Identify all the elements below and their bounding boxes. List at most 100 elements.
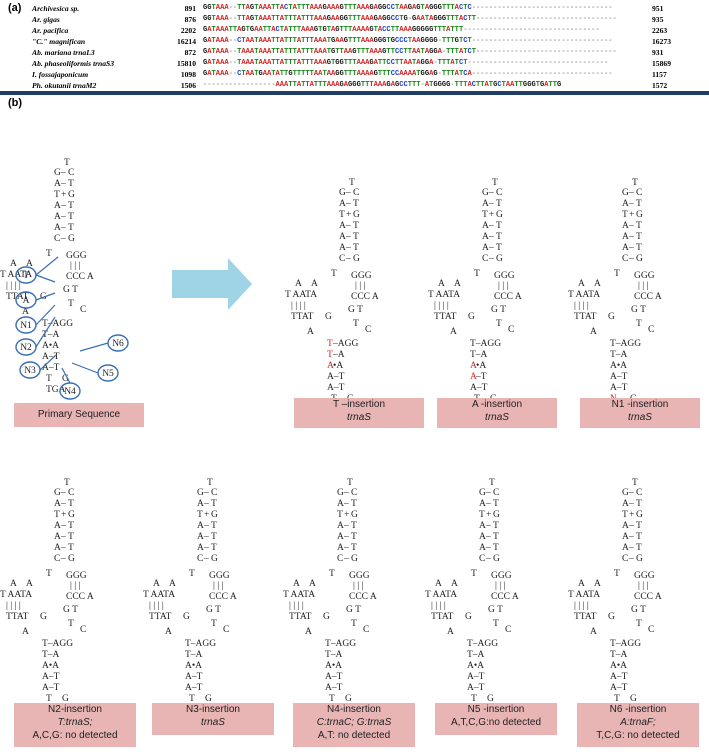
trna-base: G: [353, 254, 360, 264]
trna-base: G: [62, 374, 69, 384]
trna-base: G: [40, 612, 47, 622]
end-pos: 951: [652, 4, 664, 13]
trna-base: A: [594, 279, 601, 289]
trna-pair: | | | |: [431, 601, 446, 611]
trna-base: G T: [346, 605, 361, 615]
trna-base: CCC A: [66, 592, 94, 602]
trna-base: C: [505, 625, 511, 635]
trna-base: T AATA: [428, 290, 460, 300]
trna-base: T: [46, 569, 52, 579]
trna-pair: | | |: [70, 581, 81, 591]
trna-base: T: [197, 510, 203, 520]
trna-pair: –: [485, 554, 491, 564]
trna-base: A: [54, 223, 61, 233]
trna-base: T–AGG: [325, 639, 356, 649]
trna-base: C: [363, 625, 369, 635]
trna-base: T: [636, 543, 642, 553]
trna-base: T: [636, 232, 642, 242]
trna-base: A: [311, 279, 318, 289]
trna-base: A: [578, 279, 585, 289]
trna-base: A–T: [610, 672, 628, 682]
alignment-row: Ab. phaseoliformis trnaS3 15810 GATAAA--…: [0, 58, 709, 69]
trna-pair: –: [60, 532, 66, 542]
trna-base: T AATA: [285, 290, 317, 300]
box-title: N5 -insertion: [467, 704, 525, 715]
box-title: N4-insertion: [327, 704, 381, 715]
start-pos: 2202: [180, 26, 196, 35]
trna-apex: T: [347, 478, 353, 488]
trna-pair: | | | |: [291, 301, 306, 311]
trna-base: A•A: [42, 341, 59, 351]
trna-base: T: [329, 569, 335, 579]
trna-base: A: [479, 532, 486, 542]
trna-base: G: [68, 554, 75, 564]
trna-base: T: [68, 179, 74, 189]
alignment-row: "C." magnifican 16214 GATAAA--CTAATAAATT…: [0, 36, 709, 47]
trna-base: C: [496, 188, 502, 198]
trna-base: T: [493, 543, 499, 553]
end-pos: 931: [652, 48, 664, 57]
trna-base: T: [68, 201, 74, 211]
trna-base: A: [54, 532, 61, 542]
trna-base: A: [450, 327, 457, 337]
trna-pair: –: [628, 521, 634, 531]
trna-pair: –: [628, 199, 634, 209]
marker-pointer-line: [35, 256, 59, 276]
trna-base: A: [337, 499, 344, 509]
trna-base: A–T: [610, 372, 628, 382]
trna-base: A: [307, 327, 314, 337]
trna-base: T: [68, 299, 74, 309]
species-name: Ph. okutanii trnaM2: [32, 81, 97, 90]
primary-sequence-label: Primary Sequence: [14, 403, 144, 427]
trna-apex: T: [64, 478, 70, 488]
trna-base: A–T: [185, 672, 203, 682]
trna-base: T: [474, 269, 480, 279]
trna-pair: –: [343, 554, 349, 564]
trna-base: G: [205, 694, 212, 704]
trna-base: G: [636, 210, 643, 220]
trna-base: A–T: [325, 683, 343, 693]
trna-base: T: [479, 510, 485, 520]
trna-pair: | | | |: [6, 601, 21, 611]
trna-base: A: [54, 499, 61, 509]
trna-base: T: [482, 210, 488, 220]
trna-base: T: [46, 694, 52, 704]
trna-pair: | | | |: [434, 301, 449, 311]
trna-pair: –: [628, 532, 634, 542]
trna-base: T: [331, 269, 337, 279]
trna-base: T–AGG: [470, 339, 501, 349]
trna-base: A: [26, 579, 33, 589]
sequence: GATAAA--CTAATAAATTATTTATTTAAATGAAGTTTAAA…: [203, 37, 613, 45]
species-name: Ab. mariana trnaL3: [32, 48, 95, 57]
alignment-row: I. fossajaponicum 1098 GATAAA--CTAATGAAT…: [0, 69, 709, 80]
marker-pointer-line: [35, 292, 56, 301]
trna-base: A: [339, 221, 346, 231]
trna-base: G: [353, 210, 360, 220]
trna-base: A: [197, 532, 204, 542]
insertion-marker-label: N2: [20, 343, 32, 353]
trna-base: C: [622, 554, 628, 564]
trna-base: G: [493, 510, 500, 520]
trna-pair: –: [343, 521, 349, 531]
trna-pair: +: [61, 190, 66, 200]
alignment-row: Ar. gigas 876 GGTAAA--TTAGTAAATTATTTATTT…: [0, 14, 709, 25]
end-pos: 935: [652, 15, 664, 24]
trna-base: C: [54, 554, 60, 564]
trna-base: G: [351, 554, 358, 564]
trna-base: G: [68, 190, 75, 200]
alignment-row: Archivesica sp. 891 GGTAAA--TTAGTAAATTAC…: [0, 3, 709, 14]
trna-base: GGG: [634, 271, 655, 281]
box-n2-insertion: N2-insertion T:trnaS; A,C,G: no detected: [14, 703, 136, 747]
trna-base: A: [197, 521, 204, 531]
trna-pair: | | | |: [289, 601, 304, 611]
box-subtitle: C:trnaC; G:trnaS: [316, 717, 392, 728]
trna-pair: | | |: [353, 581, 364, 591]
trna-base: A: [479, 499, 486, 509]
trna-base: T: [636, 619, 642, 629]
box-n3-insertion: N3-insertion trnaS: [152, 703, 274, 735]
trna-base: C: [636, 188, 642, 198]
trna-base: T–AGG: [185, 639, 216, 649]
marker-pointer-line: [61, 367, 71, 384]
box-subtitle: trnaS: [347, 412, 371, 423]
